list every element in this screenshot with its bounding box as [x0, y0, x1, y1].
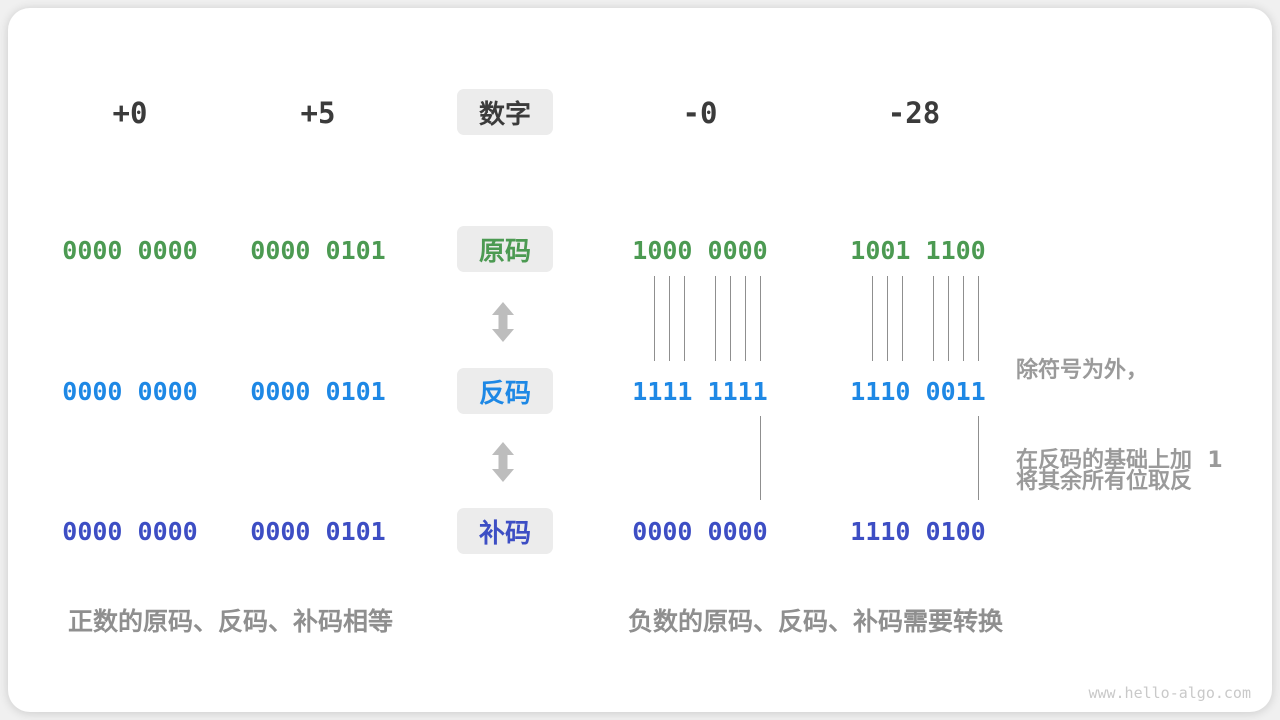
- caption-negative-numbers: 负数的原码、反码、补码需要转换: [628, 607, 1004, 636]
- caption-positive-numbers: 正数的原码、反码、补码相等: [68, 607, 394, 636]
- badge-twos-complement: 补码: [457, 508, 553, 554]
- bit-connector-line: [684, 276, 686, 361]
- sign-magnitude-plus-0: 0000 0000: [62, 236, 198, 265]
- bit-connector-line: [887, 276, 889, 361]
- bit-connector-line: [872, 276, 874, 361]
- bit-connector-line: [759, 276, 761, 361]
- bit-connector-line: [759, 416, 761, 500]
- watermark-url: www.hello-algo.com: [1088, 684, 1251, 702]
- annotation-invert-bits: 除符号为外， 将其余所有位取反: [1016, 278, 1192, 574]
- header-value-plus-5: +5: [300, 96, 336, 130]
- twos-complement-plus-5: 0000 0101: [250, 517, 386, 546]
- sign-magnitude-plus-5: 0000 0101: [250, 236, 386, 265]
- twos-complement-minus-0: 0000 0000: [632, 517, 768, 546]
- sign-magnitude-minus-28: 1001 1100: [850, 236, 986, 265]
- badge-sign-magnitude: 原码: [457, 226, 553, 272]
- bit-connector-line: [669, 276, 671, 361]
- sign-magnitude-minus-0: 1000 0000: [632, 236, 768, 265]
- badge-number-label: 数字: [457, 89, 553, 135]
- updown-arrow-icon: [492, 442, 514, 482]
- header-value-minus-0: -0: [682, 96, 718, 130]
- ones-complement-plus-0: 0000 0000: [62, 377, 198, 406]
- bit-connector-line: [902, 276, 904, 361]
- twos-complement-plus-0: 0000 0000: [62, 517, 198, 546]
- updown-arrow-shape: [492, 302, 514, 342]
- updown-arrow-icon: [492, 302, 514, 342]
- ones-complement-plus-5: 0000 0101: [250, 377, 386, 406]
- annotation-add-one: 在反码的基础上加 1: [1016, 448, 1223, 473]
- figure-card: +0 +5 -0 -28 数字 原码 反码 补码 0000 0000 0000 …: [8, 8, 1272, 712]
- header-value-minus-28: -28: [887, 96, 941, 130]
- bit-connector-line: [947, 276, 949, 361]
- bit-connector-line: [729, 276, 731, 361]
- bit-connector-line: [977, 276, 979, 361]
- bit-connector-line: [977, 416, 979, 500]
- ones-complement-minus-28: 1110 0011: [850, 377, 986, 406]
- bit-connector-line: [962, 276, 964, 361]
- ones-complement-minus-0: 1111 1111: [632, 377, 768, 406]
- annotation-invert-line2: 将其余所有位取反: [1016, 469, 1193, 494]
- bit-connector-line: [654, 276, 656, 361]
- annotation-invert-line1: 除符号为外，: [1016, 358, 1149, 383]
- badge-ones-complement: 反码: [457, 368, 553, 414]
- bit-connector-line: [932, 276, 934, 361]
- twos-complement-minus-28: 1110 0100: [850, 517, 986, 546]
- bit-connector-line: [714, 276, 716, 361]
- bit-connector-line: [744, 276, 746, 361]
- header-value-plus-0: +0: [112, 96, 148, 130]
- updown-arrow-shape: [492, 442, 514, 482]
